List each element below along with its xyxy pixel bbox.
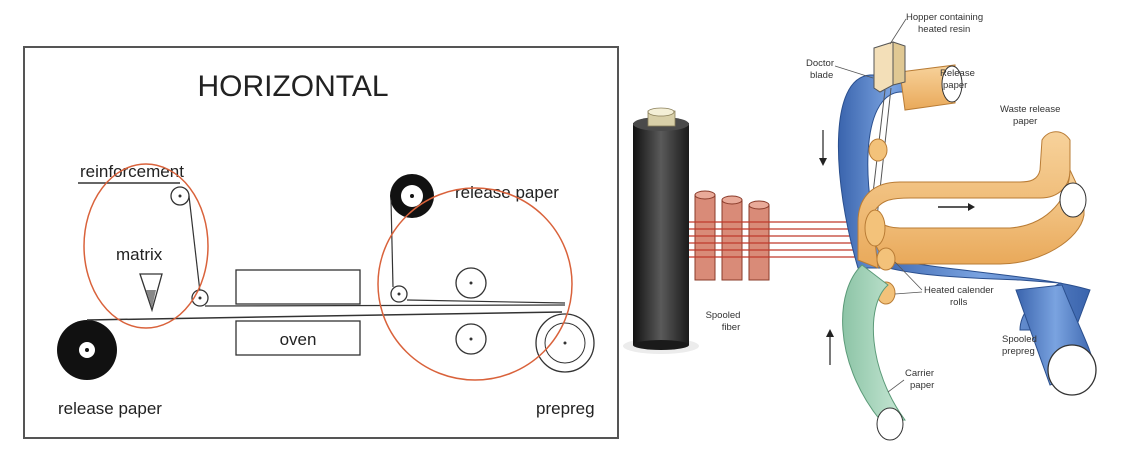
carrier-paper-label-2: paper (910, 380, 934, 391)
diagram-frame (23, 46, 619, 439)
waste-release-paper-label-2: paper (1013, 116, 1037, 127)
doctor-blade-label-1: Doctor (806, 58, 834, 69)
release-paper-highlight-circle (377, 187, 573, 381)
carrier-paper-label-1: Carrier (905, 368, 934, 379)
matrix-label: matrix (116, 245, 163, 264)
resin-hopper (873, 41, 894, 93)
carrier-paper-sheet (842, 264, 906, 421)
release-paper-roll (941, 65, 963, 103)
waste-release-paper-sheet (857, 131, 1071, 269)
reinforcement-label: reinforcement (80, 162, 184, 181)
oven-lower-panel (235, 320, 361, 356)
release-paper-bottom-label: release paper (58, 399, 162, 418)
spooled-prepreg-label-2: prepreg (1002, 346, 1035, 357)
prepreg-label: prepreg (536, 399, 595, 418)
waste-release-paper-label-1: Waste release (1000, 104, 1060, 115)
hopper-label-1: Hopper containing (906, 12, 983, 23)
spooled-prepreg-roll (1047, 344, 1097, 396)
release-paper-top-label: release paper (455, 183, 559, 202)
matrix-highlight-circle (83, 163, 209, 329)
guide-roll-upper (868, 138, 888, 162)
guide-roll-middle (864, 209, 886, 247)
heated-calender-roll-upper (876, 247, 896, 271)
heated-calender-label-1: Heated calender (924, 285, 994, 296)
spooled-prepreg-label-1: Spooled (1002, 334, 1037, 345)
doctor-blade-label-2: blade (810, 70, 833, 81)
horizontal-prepreg-diagram: HORIZONTAL reinforcement matrix release … (23, 46, 619, 439)
carrier-paper-roll (876, 407, 904, 441)
hopper-label-2: heated resin (918, 24, 970, 35)
waste-release-paper-roll (1059, 182, 1087, 218)
hot-melt-prepreg-diagram: Spooled fiber Spooled prepreg Release pa… (623, 12, 1097, 441)
spooled-fiber-label-1: Spooled (706, 310, 741, 321)
spooled-fiber-label-2: fiber (722, 322, 740, 333)
oven-upper-panel (235, 269, 361, 305)
oven-label: oven (280, 330, 317, 349)
diagram-title: HORIZONTAL (197, 70, 388, 103)
spooled-fiber-spool (633, 123, 689, 345)
fiber-lines (689, 221, 868, 258)
release-paper-label-2: paper (943, 80, 967, 91)
release-paper-label-1: Release (940, 68, 975, 79)
heated-calender-label-2: rolls (950, 297, 968, 308)
